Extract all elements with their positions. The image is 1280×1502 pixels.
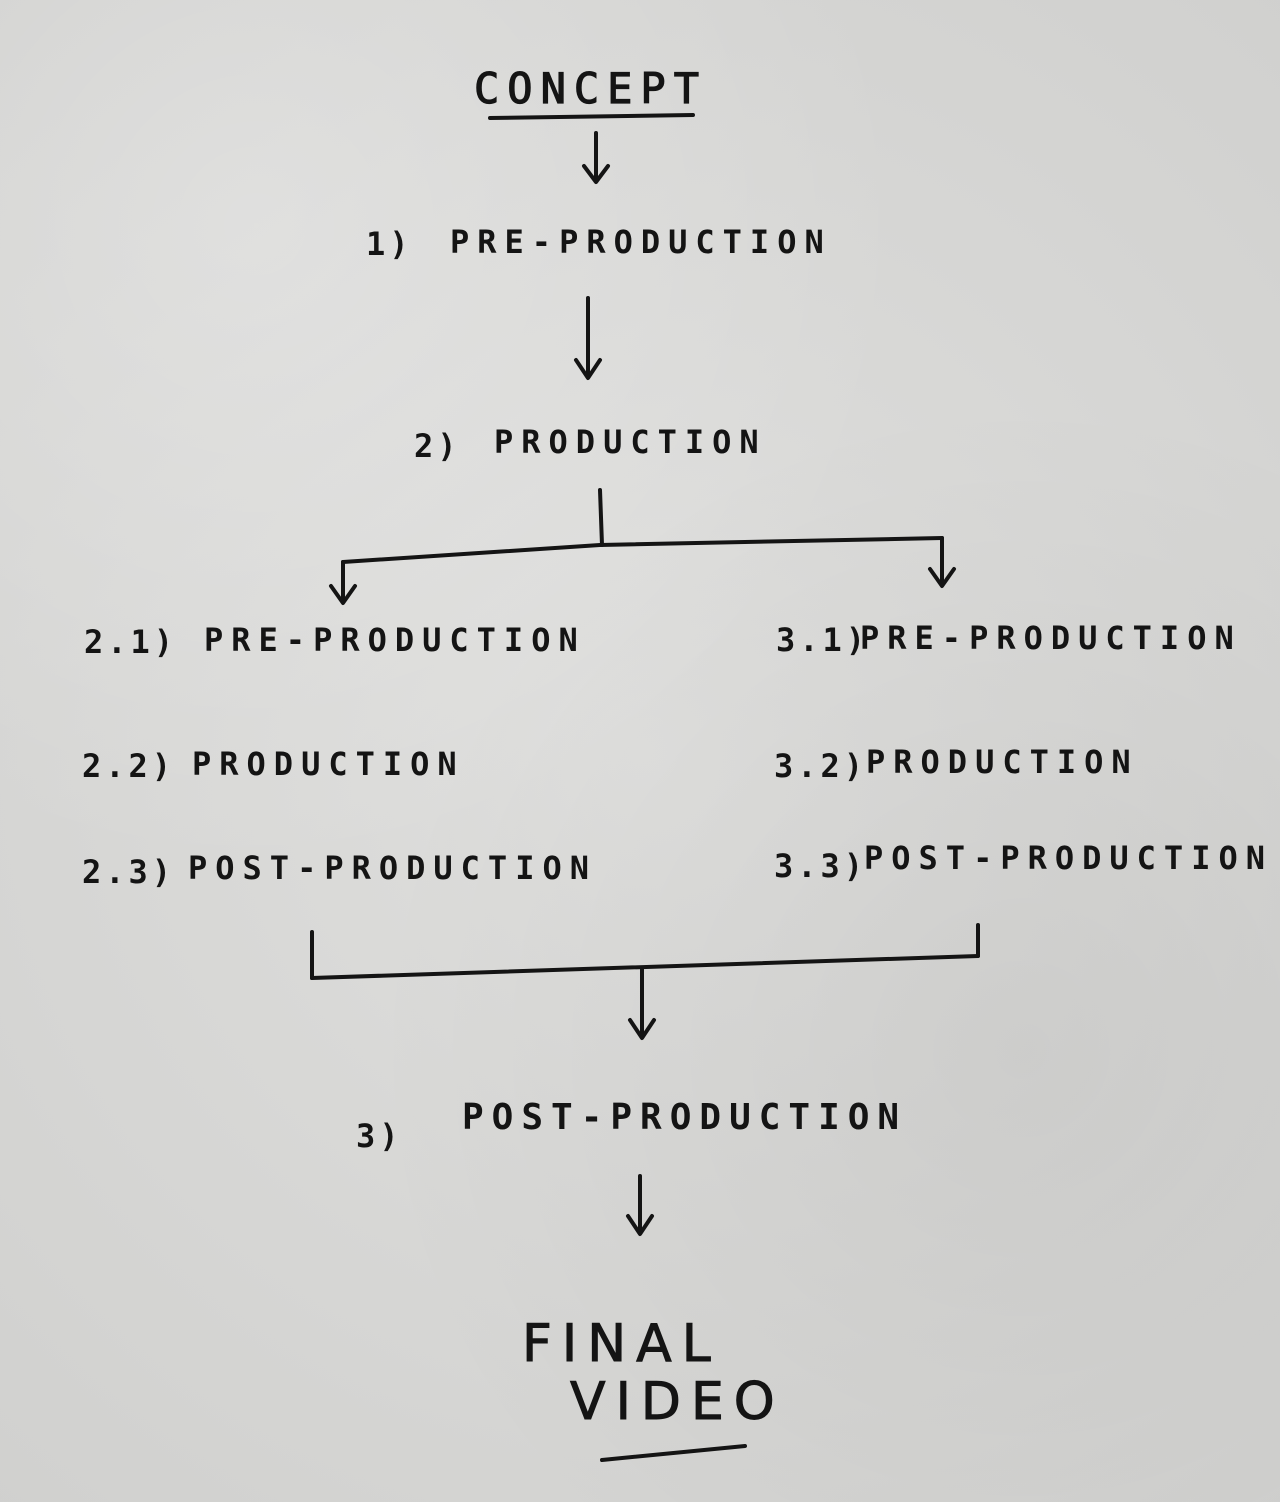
sub23-number: 2.3) bbox=[82, 853, 176, 891]
sub32-label: PRODUCTION bbox=[866, 743, 1139, 781]
split-right-arrow bbox=[928, 536, 956, 588]
sub23-label: POST-PRODUCTION bbox=[188, 849, 597, 887]
concept-underline bbox=[488, 113, 695, 120]
final-label-line1: FINAL bbox=[522, 1314, 721, 1374]
concept-title: CONCEPT bbox=[473, 64, 708, 113]
step1-label: PRE-PRODUCTION bbox=[450, 223, 832, 261]
split-bar bbox=[341, 536, 944, 564]
split-left-arrow bbox=[329, 560, 357, 605]
sub31-label: PRE-PRODUCTION bbox=[860, 619, 1242, 657]
sub22-label: PRODUCTION bbox=[192, 745, 465, 783]
merge-bar bbox=[310, 954, 980, 980]
step3-number: 3) bbox=[356, 1117, 403, 1155]
merge-arrow bbox=[628, 966, 656, 1040]
split-trunk bbox=[598, 488, 604, 547]
arrow-step1-to-step2 bbox=[574, 296, 602, 380]
final-label-line2: VIDEO bbox=[570, 1372, 785, 1432]
sub33-label: POST-PRODUCTION bbox=[864, 839, 1273, 877]
step3-label: POST-PRODUCTION bbox=[462, 1097, 908, 1138]
step2-label: PRODUCTION bbox=[494, 423, 767, 461]
sub32-number: 3.2) bbox=[774, 747, 868, 785]
sub31-number: 3.1) bbox=[776, 621, 870, 659]
step2-number: 2) bbox=[414, 427, 461, 465]
arrow-step3-to-final bbox=[626, 1174, 654, 1236]
sub21-number: 2.1) bbox=[84, 623, 178, 661]
arrow-concept-to-step1 bbox=[582, 131, 610, 184]
sub33-number: 3.3) bbox=[774, 847, 868, 885]
sub21-label: PRE-PRODUCTION bbox=[204, 621, 586, 659]
step1-number: 1) bbox=[366, 225, 413, 263]
sub22-number: 2.2) bbox=[82, 747, 176, 785]
final-underline bbox=[600, 1444, 747, 1462]
